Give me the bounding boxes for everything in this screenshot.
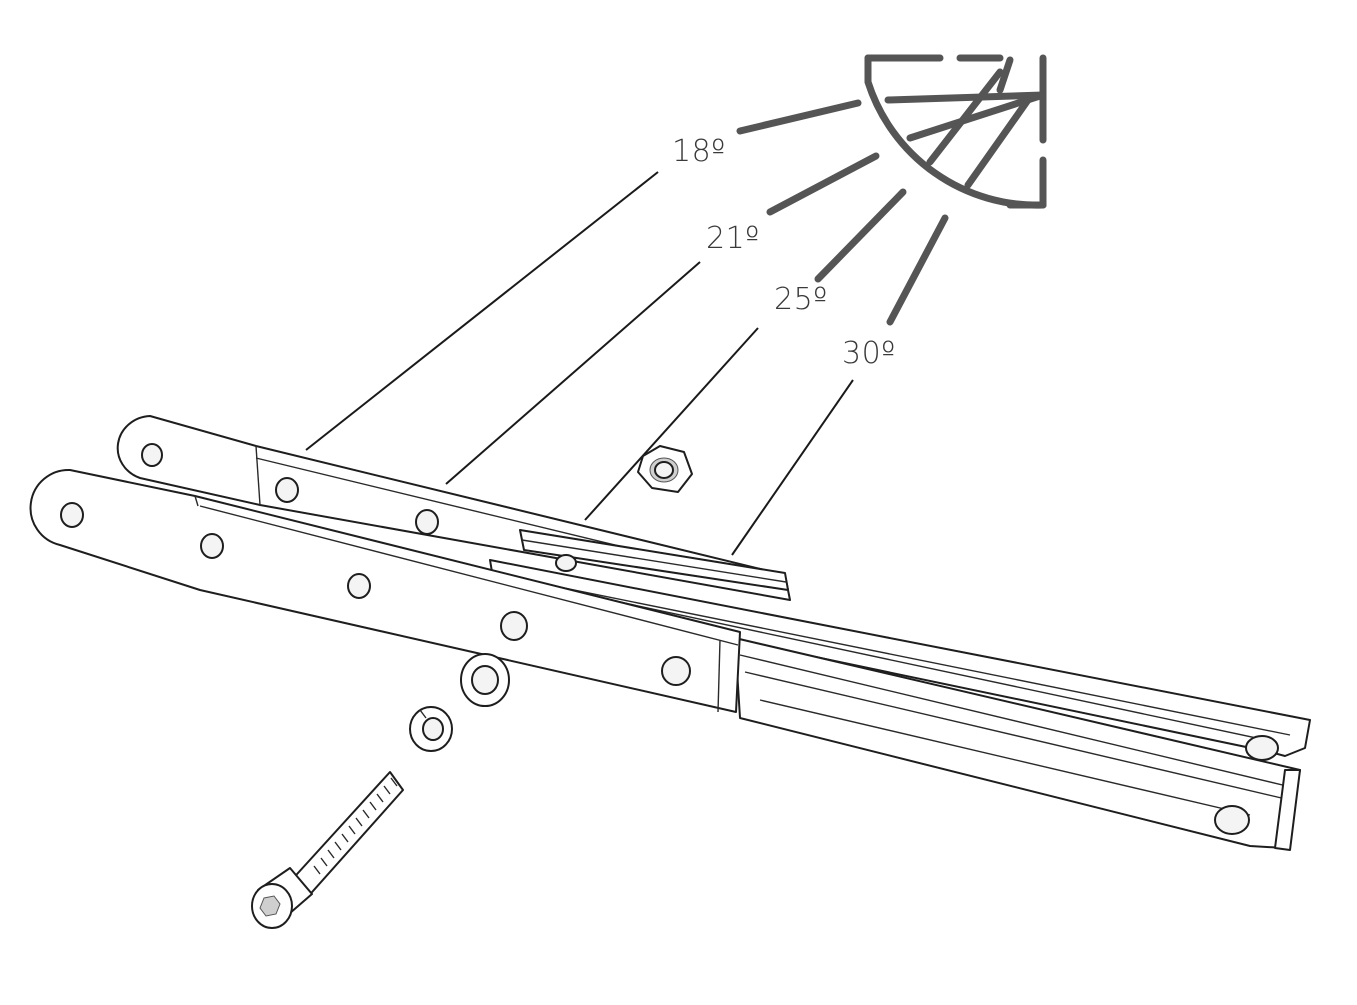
leader-30 <box>731 379 854 556</box>
flat-washer-icon <box>460 653 510 707</box>
ray-25 <box>814 188 907 283</box>
rail-assembly <box>29 415 1311 851</box>
socket-head-bolt-icon <box>251 771 404 929</box>
ray-21 <box>766 152 880 216</box>
leader-lines <box>305 171 854 556</box>
angle-label-18: 18º <box>672 134 726 169</box>
leader-18 <box>305 171 659 451</box>
hex-nut-icon <box>637 445 693 493</box>
ray-30 <box>886 214 949 326</box>
leader-21 <box>445 261 701 485</box>
sun-icon <box>736 54 1047 326</box>
leader-25 <box>584 327 759 521</box>
angle-label-30: 30º <box>842 336 896 371</box>
angle-label-25: 25º <box>774 282 828 317</box>
ray-18 <box>736 99 862 135</box>
split-lock-washer-icon <box>409 706 453 752</box>
angle-label-21: 21º <box>706 221 760 256</box>
